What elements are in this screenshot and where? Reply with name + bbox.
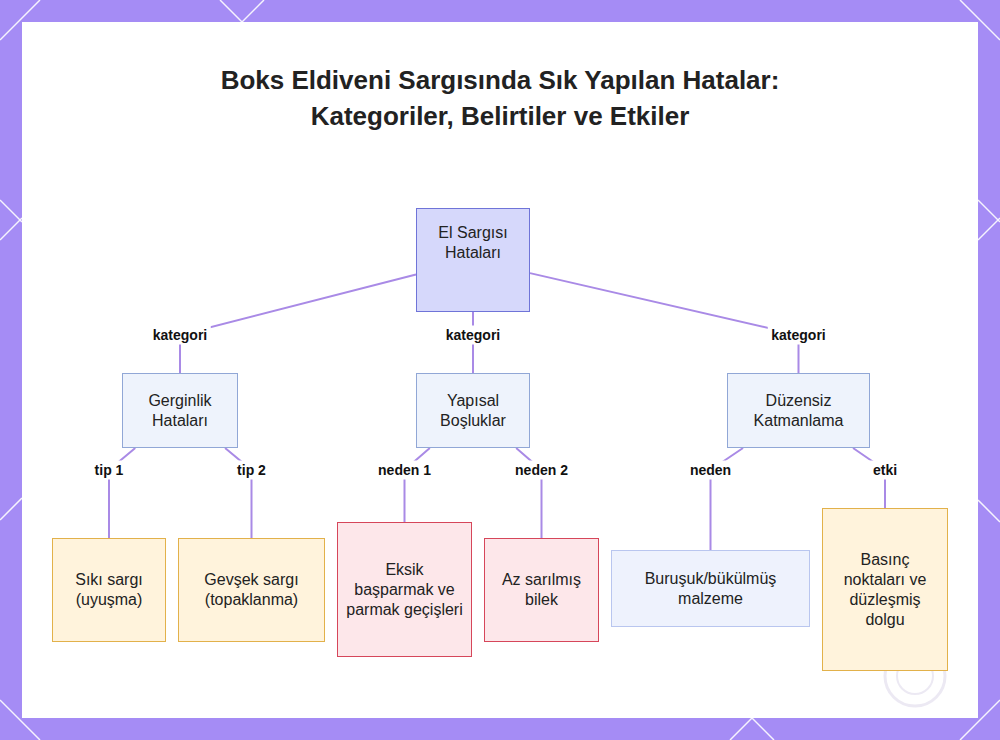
edge-label: neden 2	[511, 461, 572, 480]
text-holder: Sıkı sargı (uyuşma)	[53, 562, 165, 618]
node-text: Basınç noktaları ve düzleşmiş dolgu	[831, 550, 939, 630]
symptom-box: Gevşek sargı (topaklanma)	[178, 538, 325, 642]
symptom-box: Sıkı sargı (uyuşma)	[52, 538, 166, 642]
node-text: Gevşek sargı (topaklanma)	[187, 570, 316, 610]
node-text: Eksik başparmak ve parmak geçişleri	[346, 560, 463, 620]
category-box: Gerginlik Hataları	[122, 373, 238, 448]
category-box: Düzensiz Katmanlama	[727, 373, 870, 448]
cause-box: Buruşuk/bükülmüş malzeme	[611, 550, 810, 627]
node-text: El Sargısı Hataları	[425, 223, 521, 263]
text-holder: El Sargısı Hataları	[417, 209, 529, 271]
connector	[180, 275, 416, 373]
cause-box: Eksik başparmak ve parmak geçişleri	[337, 522, 472, 657]
text-holder: Düzensiz Katmanlama	[728, 383, 869, 439]
connector	[405, 448, 430, 522]
symptom-box: Basınç noktaları ve düzleşmiş dolgu	[822, 508, 948, 671]
node-text: Yapısal Boşluklar	[425, 391, 521, 431]
edge-label: kategori	[767, 326, 829, 345]
edge-label: kategori	[442, 326, 504, 345]
text-holder: Basınç noktaları ve düzleşmiş dolgu	[823, 542, 947, 638]
diagram-title: Boks Eldiveni Sargısında Sık Yapılan Hat…	[190, 62, 810, 134]
edge-label: neden	[686, 461, 735, 480]
edge-label: etki	[869, 461, 901, 480]
cause-box: Az sarılmış bilek	[484, 538, 599, 642]
edge-label: tip 1	[91, 461, 128, 480]
node-text: Sıkı sargı (uyuşma)	[61, 570, 157, 610]
text-holder: Gevşek sargı (topaklanma)	[179, 562, 324, 618]
text-holder: Eksik başparmak ve parmak geçişleri	[338, 552, 471, 628]
text-holder: Gerginlik Hataları	[123, 383, 237, 439]
edge-label: kategori	[149, 326, 211, 345]
edge-label: neden 1	[374, 461, 435, 480]
node-text: Gerginlik Hataları	[131, 391, 229, 431]
node-text: Buruşuk/bükülmüş malzeme	[620, 569, 801, 609]
text-holder: Buruşuk/bükülmüş malzeme	[612, 561, 809, 617]
text-holder: Az sarılmış bilek	[485, 562, 598, 618]
root-box: El Sargısı Hataları	[416, 208, 530, 312]
node-text: Düzensiz Katmanlama	[736, 391, 861, 431]
category-box: Yapısal Boşluklar	[416, 373, 530, 448]
node-text: Az sarılmış bilek	[493, 570, 590, 610]
edge-label: tip 2	[233, 461, 270, 480]
text-holder: Yapısal Boşluklar	[417, 383, 529, 439]
connector	[530, 273, 799, 373]
